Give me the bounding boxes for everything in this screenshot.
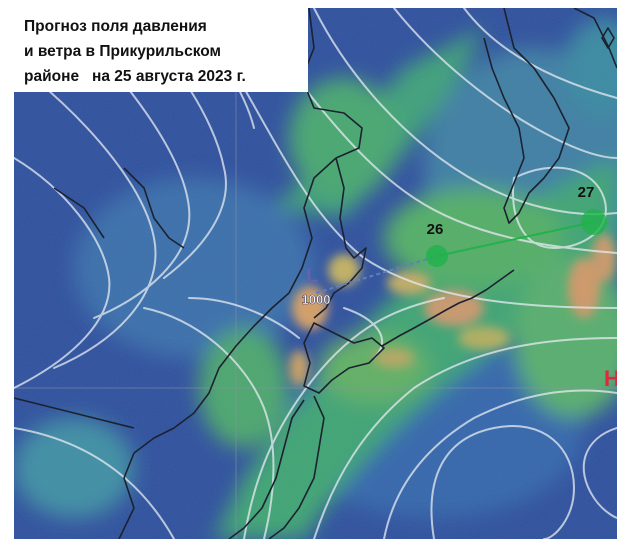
track-segment — [436, 221, 595, 257]
title-line-1: Прогноз поля давления — [24, 18, 207, 35]
low-pressure-center: L 1000 — [301, 266, 331, 307]
title-line-2: и ветра в Прикурильском — [24, 43, 221, 60]
track-segment-projected — [315, 255, 438, 294]
graticule — [14, 8, 617, 539]
forecast-map: 26 27 L 1000 H — [14, 8, 617, 539]
track-point-27 — [581, 209, 607, 235]
field-texture — [14, 8, 617, 539]
high-symbol: H — [604, 366, 617, 391]
track-label-26: 26 — [427, 221, 444, 238]
track-point-26 — [426, 245, 448, 267]
title-line-3: районе на 25 августа 2023 г. — [24, 68, 246, 85]
low-pressure-value: 1000 — [302, 292, 331, 307]
track-label-27: 27 — [578, 184, 595, 201]
low-symbol: L — [306, 266, 318, 287]
pressure-wind-map: 26 27 L 1000 H — [14, 8, 617, 539]
map-title: Прогноз поля давления и ветра в Прикурил… — [14, 8, 308, 92]
cyclone-track: 26 27 — [315, 184, 607, 294]
